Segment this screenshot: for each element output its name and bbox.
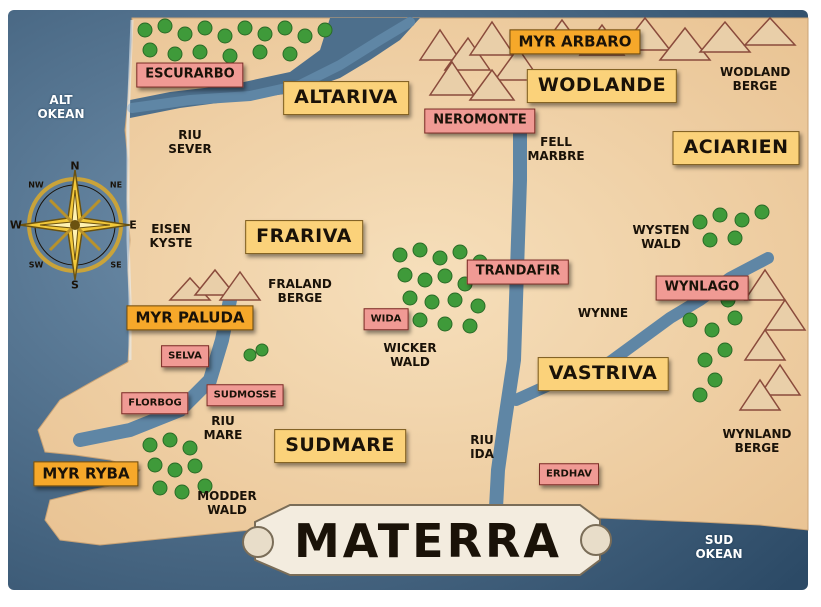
town-florbog[interactable]: FLORBOG xyxy=(121,392,189,414)
label-modder-wald: MODDER WALD xyxy=(197,489,257,517)
coast-north xyxy=(130,18,420,118)
label-fell-marbre: FELL MARBRE xyxy=(527,135,585,163)
town-wida[interactable]: WIDA xyxy=(363,308,409,330)
forest-north xyxy=(137,18,333,64)
label-wynland-berge: WYNLAND BERGE xyxy=(722,427,792,455)
marsh-myr-ryba[interactable]: MYR RYBA xyxy=(33,461,139,487)
town-escurarbo[interactable]: ESCURARBO xyxy=(136,62,244,88)
compass-n: N xyxy=(70,159,80,173)
map-title: MATERRA xyxy=(293,514,563,568)
marsh-myr-arbaro[interactable]: MYR ARBARO xyxy=(509,29,641,55)
label-sud-okean: SUD OKEAN xyxy=(695,533,743,561)
region-vastriva[interactable]: VASTRIVA xyxy=(537,357,669,391)
label-eisen-kyste: EISEN KYSTE xyxy=(149,222,193,250)
town-wynlago[interactable]: WYNLAGO xyxy=(655,275,749,301)
label-riu-sever: RIU SEVER xyxy=(168,128,212,156)
title-scroll xyxy=(242,504,612,576)
region-altariva[interactable]: ALTARIVA xyxy=(283,81,409,115)
compass-s: S xyxy=(71,278,79,292)
label-wodland-berge: WODLAND BERGE xyxy=(720,65,791,93)
mountains-wynland-berge xyxy=(738,268,807,411)
town-selva[interactable]: SELVA xyxy=(161,345,209,367)
label-fraland-berge: FRALAND BERGE xyxy=(268,277,332,305)
compass-nw: NW xyxy=(28,180,44,190)
label-riu-ida: RIU IDA xyxy=(470,433,494,461)
region-frariva[interactable]: FRARIVA xyxy=(245,220,363,254)
compass-ne: NE xyxy=(109,180,123,190)
forest-wysten-wald xyxy=(682,204,770,403)
region-aciarien[interactable]: ACIARIEN xyxy=(672,131,800,165)
compass-rose xyxy=(19,169,131,281)
forest-modder-wald xyxy=(142,343,269,500)
river-riu-mare xyxy=(73,293,237,447)
town-erdhav[interactable]: ERDHAV xyxy=(538,463,600,485)
label-wynne: WYNNE xyxy=(577,306,629,321)
label-wysten-wald: WYSTEN WALD xyxy=(632,223,690,251)
town-trandafir[interactable]: TRANDAFIR xyxy=(466,259,570,285)
town-neromonte[interactable]: NEROMONTE xyxy=(424,108,536,134)
compass-se: SE xyxy=(110,260,122,270)
label-riu-mare: RIU MARE xyxy=(203,414,243,442)
compass-e: E xyxy=(129,218,137,232)
mountains-fraland-berge xyxy=(168,268,262,301)
compass-sw: SW xyxy=(28,260,44,270)
river-riu-ida xyxy=(489,113,527,515)
town-sudmosse[interactable]: SUDMOSSE xyxy=(206,384,284,406)
label-wicker-wald: WICKER WALD xyxy=(383,341,437,369)
region-wodlande[interactable]: WODLANDE xyxy=(526,69,678,103)
label-alt-okean: ALT OKEAN xyxy=(37,93,85,121)
region-sudmare[interactable]: SUDMARE xyxy=(274,429,406,463)
shoreline-west xyxy=(126,19,134,360)
marsh-myr-paluda[interactable]: MYR PALUDA xyxy=(126,305,254,331)
compass-w: W xyxy=(9,218,23,232)
